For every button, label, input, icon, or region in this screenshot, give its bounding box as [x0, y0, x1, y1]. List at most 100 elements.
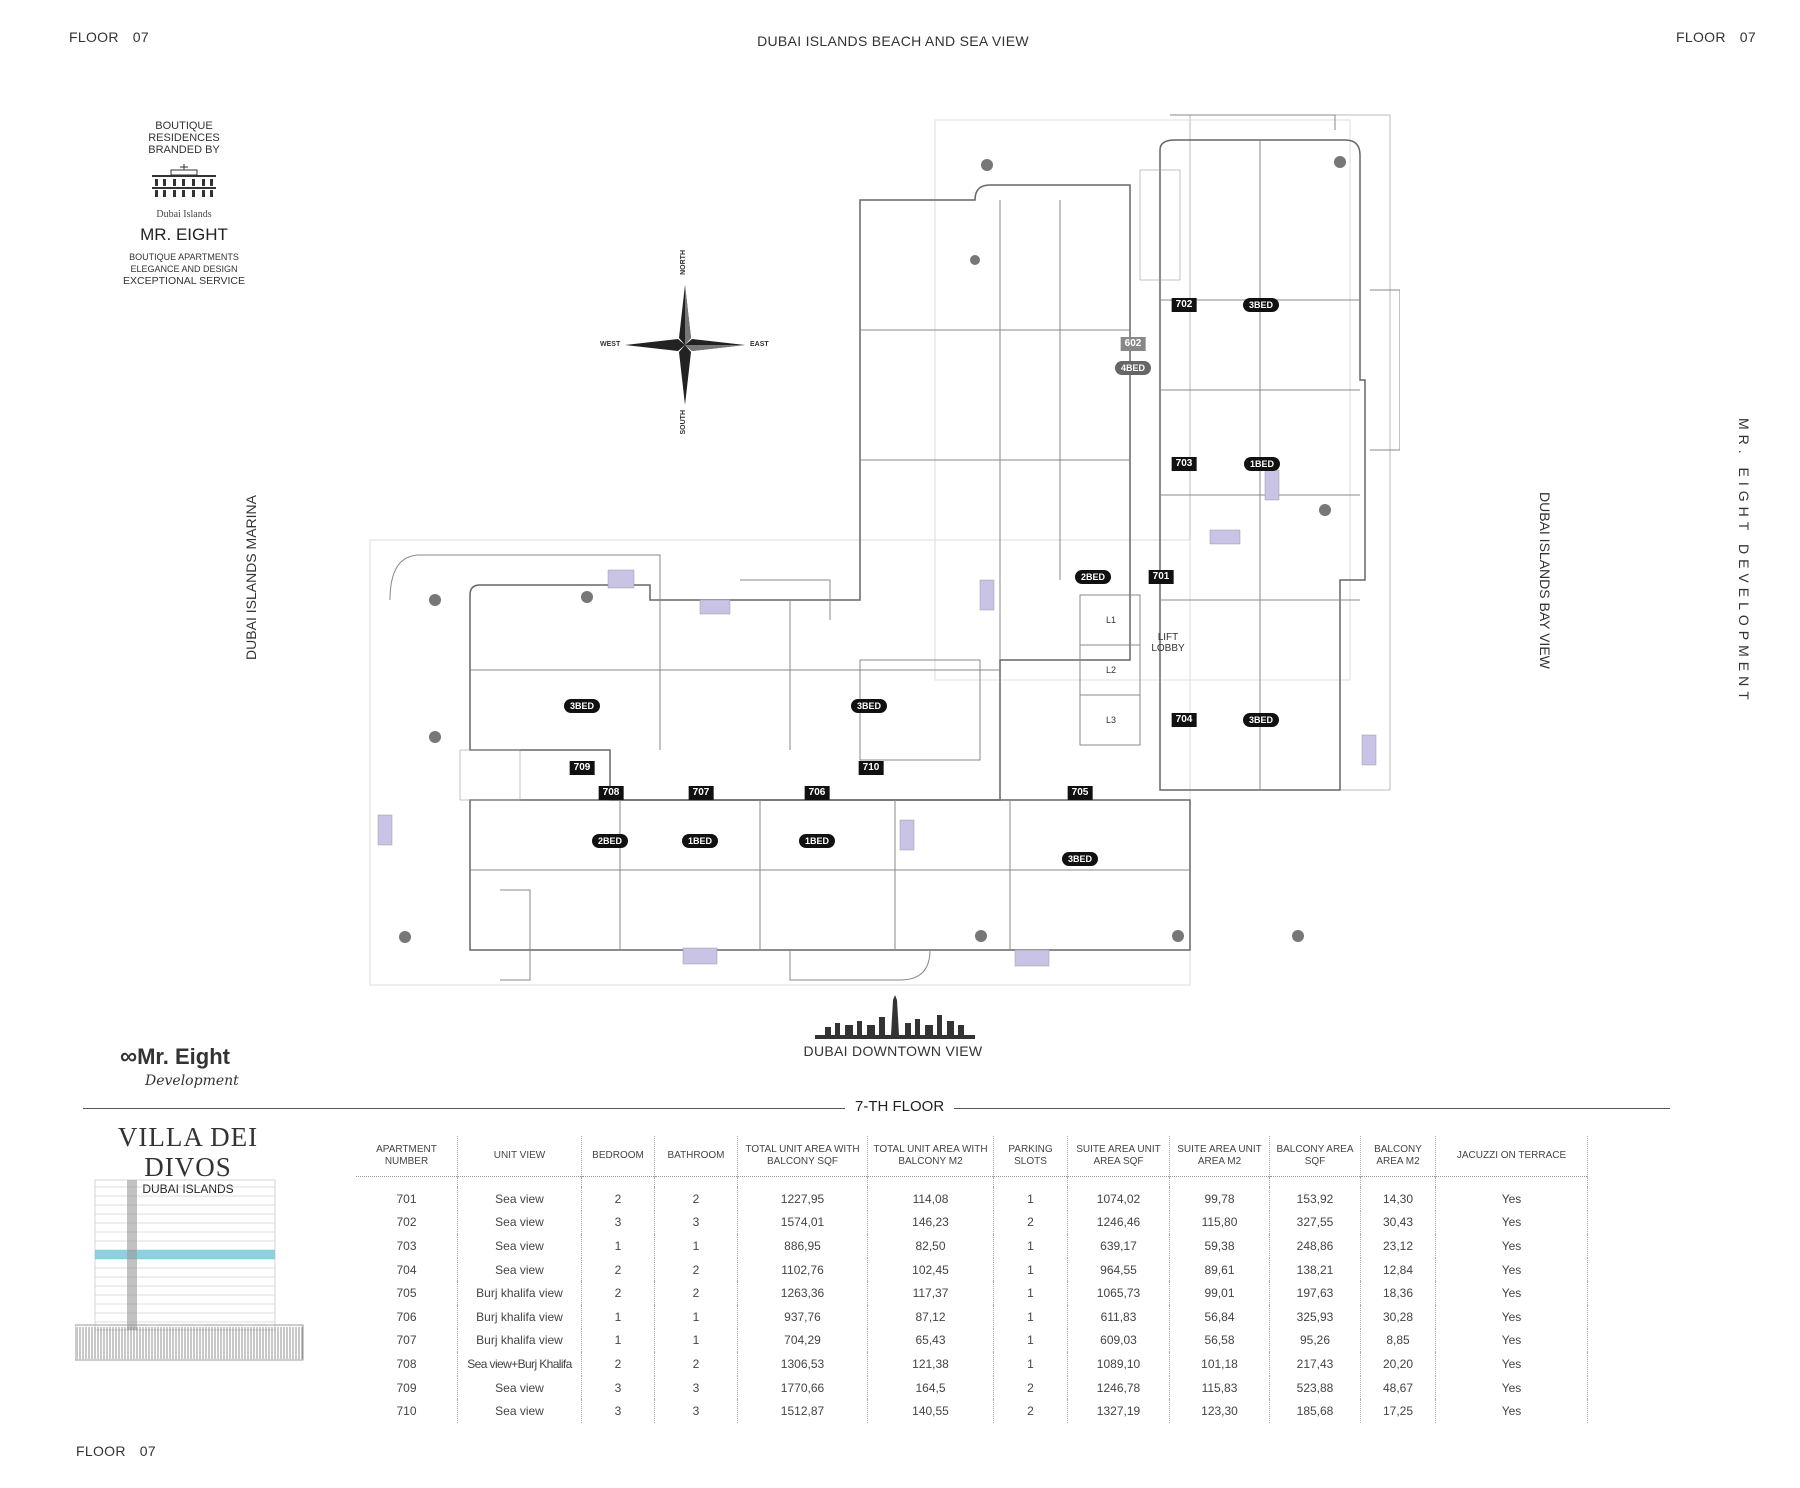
- table-cell: 1: [581, 1304, 655, 1329]
- table-cell: 707: [356, 1328, 458, 1353]
- building-elevation-diagram: [75, 1179, 304, 1361]
- table-cell: Yes: [1435, 1257, 1588, 1282]
- table-cell: 23,12: [1360, 1234, 1436, 1258]
- table-cell: 99,78: [1169, 1187, 1270, 1211]
- table-cell: 1: [581, 1328, 655, 1353]
- table-cell: 1: [993, 1257, 1068, 1282]
- table-cell: 964,55: [1067, 1257, 1170, 1282]
- unit-tag-710[interactable]: 710: [858, 761, 884, 775]
- table-cell: 20,20: [1360, 1352, 1436, 1376]
- unit-tag-706[interactable]: 706: [804, 786, 830, 800]
- column-header: BALCONY AREA M2: [1360, 1136, 1436, 1177]
- view-south-label: DUBAI DOWNTOWN VIEW: [803, 1043, 983, 1059]
- table-cell: 709: [356, 1375, 458, 1400]
- table-cell: 115,83: [1169, 1375, 1270, 1400]
- unit-tag-705[interactable]: 705: [1067, 786, 1093, 800]
- table-cell: 82,50: [867, 1234, 994, 1258]
- column-header: BEDROOM: [581, 1136, 655, 1177]
- floor-label: FLOOR: [76, 1443, 126, 1459]
- table-cell: 12,84: [1360, 1257, 1436, 1282]
- section-title: 7-TH FLOOR: [845, 1098, 955, 1115]
- table-cell: 99,01: [1169, 1281, 1270, 1305]
- brand-line: BOUTIQUE: [155, 120, 213, 132]
- table-cell: 101,18: [1169, 1352, 1270, 1376]
- unit-tag-703[interactable]: 703: [1171, 457, 1197, 471]
- table-cell: Yes: [1435, 1187, 1588, 1211]
- project-logo: VILLA DEI DIVOS DUBAI ISLANDS: [103, 1122, 273, 1196]
- unit-tag-709[interactable]: 709: [569, 761, 595, 775]
- table-cell: 702: [356, 1210, 458, 1235]
- table-cell: 1: [993, 1281, 1068, 1305]
- unit-tag-708[interactable]: 708: [598, 786, 624, 800]
- column-header: BATHROOM: [654, 1136, 738, 1177]
- table-cell: 708: [356, 1352, 458, 1376]
- lift-label: L1: [1105, 615, 1117, 625]
- bed-tag-708: 2BED: [591, 834, 629, 848]
- table-cell: Burj khalifa view: [457, 1304, 582, 1329]
- table-cell: Yes: [1435, 1328, 1588, 1353]
- table-cell: 611,83: [1067, 1304, 1170, 1329]
- table-cell: 95,26: [1269, 1328, 1361, 1353]
- table-cell: 18,36: [1360, 1281, 1436, 1305]
- table-cell: 2: [993, 1210, 1068, 1235]
- table-cell: 609,03: [1067, 1328, 1170, 1353]
- table-cell: 89,61: [1169, 1257, 1270, 1282]
- table-cell: 2: [993, 1375, 1068, 1400]
- table-cell: 3: [654, 1399, 738, 1423]
- unit-tag-701[interactable]: 701: [1148, 570, 1174, 584]
- bed-tag-710: 3BED: [850, 699, 888, 713]
- project-logo-name: VILLA DEI DIVOS: [117, 1122, 259, 1182]
- table-cell: Yes: [1435, 1375, 1588, 1400]
- table-cell: 2: [654, 1187, 738, 1211]
- bed-tag-703: 1BED: [1243, 457, 1281, 471]
- table-cell: 217,43: [1269, 1352, 1361, 1376]
- table-cell: Sea view: [457, 1399, 582, 1423]
- table-cell: 1246,46: [1067, 1210, 1170, 1235]
- bed-tag-705: 3BED: [1061, 852, 1099, 866]
- table-cell: 1: [993, 1187, 1068, 1211]
- compass-west-label: WEST: [600, 341, 621, 348]
- table-cell: 1512,87: [737, 1399, 868, 1423]
- column-header: PARKING SLOTS: [993, 1136, 1068, 1177]
- spacer-cell: [654, 1176, 738, 1187]
- table-cell: Sea view: [457, 1234, 582, 1258]
- compass-east-label: EAST: [750, 341, 769, 348]
- spacer-cell: [867, 1176, 994, 1187]
- table-cell: 3: [654, 1375, 738, 1400]
- lift-label: L2: [1105, 665, 1117, 675]
- unit-tag-704[interactable]: 704: [1171, 713, 1197, 727]
- bed-tag-704: 3BED: [1242, 713, 1280, 727]
- brand-tagline: BOUTIQUE APARTMENTS: [129, 252, 239, 262]
- unit-tag-702[interactable]: 702: [1171, 298, 1197, 312]
- table-cell: Sea view: [457, 1187, 582, 1211]
- column-header: APARTMENT NUMBER: [356, 1136, 458, 1177]
- table-cell: 117,37: [867, 1281, 994, 1305]
- table-cell: 1: [654, 1234, 738, 1258]
- unit-tag-602[interactable]: 602: [1120, 337, 1146, 351]
- table-cell: 146,23: [867, 1210, 994, 1235]
- table-cell: 59,38: [1169, 1234, 1270, 1258]
- table-cell: 2: [654, 1281, 738, 1305]
- table-cell: 2: [654, 1257, 738, 1282]
- table-cell: 30,43: [1360, 1210, 1436, 1235]
- table-cell: 48,67: [1360, 1375, 1436, 1400]
- spacer-cell: [1269, 1176, 1361, 1187]
- table-cell: 1102,76: [737, 1257, 868, 1282]
- skyline-icon: [815, 995, 975, 1039]
- spacer-cell: [1067, 1176, 1170, 1187]
- unit-tag-707[interactable]: 707: [688, 786, 714, 800]
- spacer-cell: [993, 1176, 1068, 1187]
- table-cell: 327,55: [1269, 1210, 1361, 1235]
- brand-block: BOUTIQUE RESIDENCES BRANDED BY Dubai Isl…: [104, 120, 264, 287]
- table-cell: 8,85: [1360, 1328, 1436, 1353]
- table-cell: 710: [356, 1399, 458, 1423]
- table-cell: 703: [356, 1234, 458, 1258]
- table-cell: 1: [993, 1234, 1068, 1258]
- side-brand-label: MR. EIGHT DEVELOPMENT: [1736, 418, 1752, 705]
- table-cell: 325,93: [1269, 1304, 1361, 1329]
- brand-name: MR. EIGHT: [140, 225, 228, 244]
